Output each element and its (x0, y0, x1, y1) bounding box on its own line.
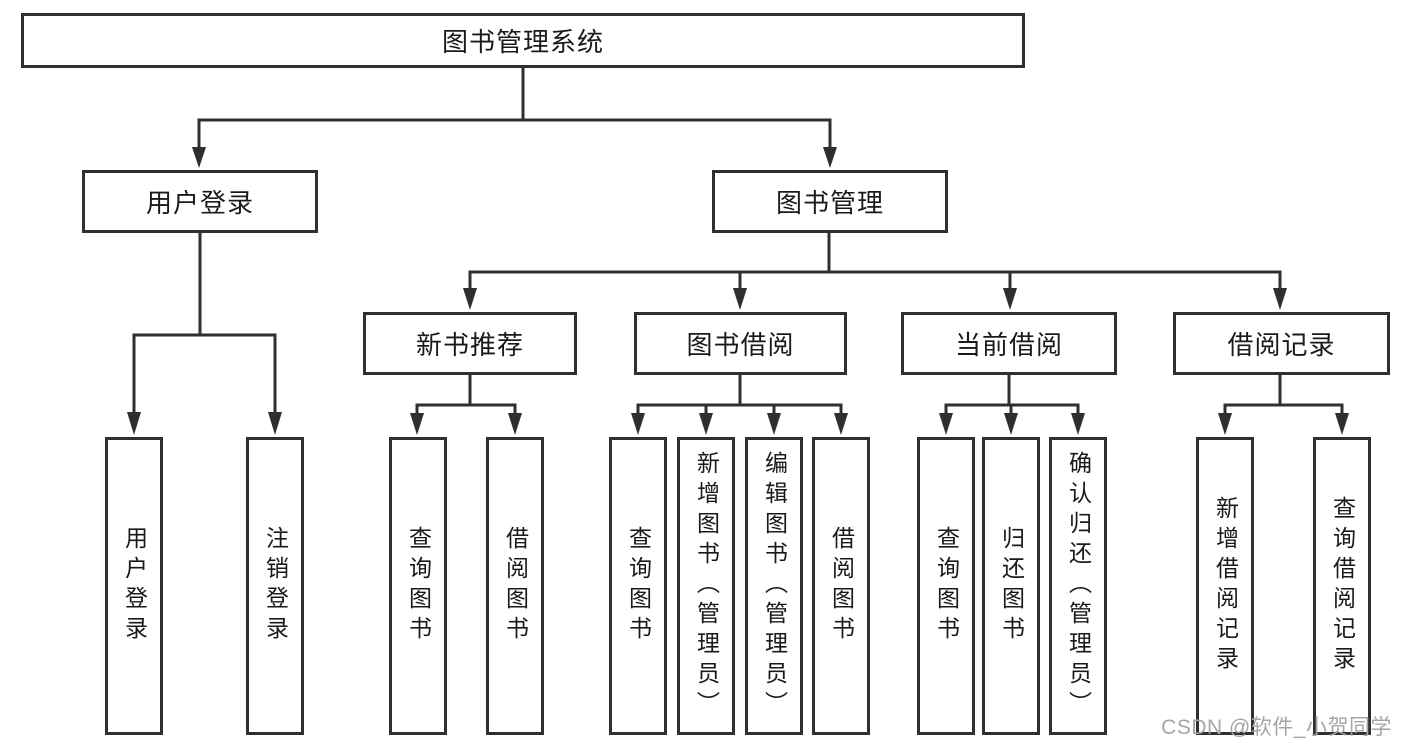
node-label: 图书管理 (775, 188, 884, 218)
leaf-label: 归还图书 (998, 526, 1025, 646)
leaf-query-books-current: 查询图书 (917, 437, 975, 735)
leaf-add-borrow-record: 新增借阅记录 (1196, 437, 1254, 735)
node-label: 借阅记录 (1227, 330, 1336, 360)
leaf-borrow-books-recommend: 借阅图书 (486, 437, 544, 735)
node-book-borrowing: 图书借阅 (634, 312, 847, 375)
node-borrowing-records: 借阅记录 (1173, 312, 1390, 375)
leaf-label: 编辑图书（管理员） (761, 451, 788, 721)
leaf-query-books-borrow: 查询图书 (609, 437, 667, 735)
leaf-label: 用户登录 (121, 526, 148, 646)
leaf-edit-book-admin: 编辑图书（管理员） (745, 437, 803, 735)
leaf-label: 确认归还（管理员） (1065, 451, 1092, 721)
csdn-watermark: CSDN @软件_小贺同学 (1161, 716, 1392, 739)
node-new-book-recommend: 新书推荐 (363, 312, 577, 375)
leaf-label: 借阅图书 (828, 526, 855, 646)
node-current-borrowing: 当前借阅 (901, 312, 1117, 375)
leaf-logout: 注销登录 (246, 437, 304, 735)
leaf-label: 查询图书 (405, 526, 432, 646)
leaf-label: 注销登录 (262, 526, 289, 646)
leaf-user-login: 用户登录 (105, 437, 163, 735)
node-label: 图书管理系统 (441, 27, 604, 57)
node-label: 新书推荐 (415, 330, 524, 360)
node-label: 图书借阅 (686, 330, 795, 360)
leaf-confirm-return-admin: 确认归还（管理员） (1049, 437, 1107, 735)
leaf-label: 借阅图书 (502, 526, 529, 646)
node-user-login: 用户登录 (82, 170, 318, 233)
leaf-label: 新增图书（管理员） (693, 451, 720, 721)
leaf-query-borrow-record: 查询借阅记录 (1313, 437, 1371, 735)
leaf-label: 查询图书 (625, 526, 652, 646)
leaf-label: 新增借阅记录 (1212, 496, 1239, 676)
node-label: 用户登录 (145, 188, 254, 218)
leaf-return-book: 归还图书 (982, 437, 1040, 735)
leaf-add-book-admin: 新增图书（管理员） (677, 437, 735, 735)
node-book-management: 图书管理 (712, 170, 948, 233)
node-label: 当前借阅 (954, 330, 1063, 360)
node-root-system: 图书管理系统 (21, 13, 1025, 68)
leaf-label: 查询图书 (933, 526, 960, 646)
leaf-query-books-recommend: 查询图书 (389, 437, 447, 735)
arrowhead-icons (127, 147, 1349, 435)
leaf-label: 查询借阅记录 (1329, 496, 1356, 676)
leaf-borrow-books: 借阅图书 (812, 437, 870, 735)
